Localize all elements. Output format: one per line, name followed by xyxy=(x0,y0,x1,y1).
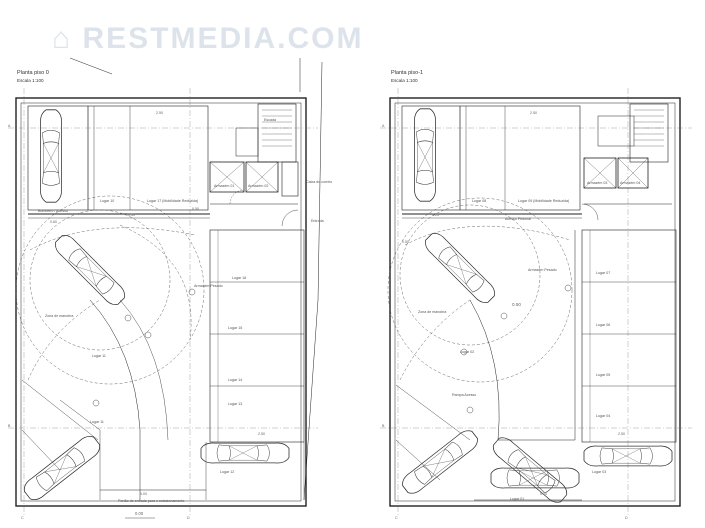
axis-b-right: B xyxy=(382,424,385,428)
dim-r5: 2.50 xyxy=(618,432,625,436)
right-plan-title: Planta piso-1 xyxy=(391,70,424,76)
space-caixa: Caixa do correio xyxy=(306,180,333,184)
space-l12: Lugar 12 xyxy=(220,470,235,474)
zero-level: 0.00 xyxy=(135,511,144,516)
space-escada: Escada xyxy=(264,118,276,122)
left-plan-scale: Escala 1:100 xyxy=(17,78,44,83)
axis-a-left: A xyxy=(8,124,11,128)
right-plan-scale: Escala 1:100 xyxy=(391,78,418,83)
space-entrada: Entrada xyxy=(311,219,324,223)
space-l03: Lugar 03 xyxy=(592,470,607,474)
space-portao: Portão de entrada para o estacionamento xyxy=(118,499,185,503)
space-l10: Lugar 10 xyxy=(100,199,115,203)
space-l06: Lugar 06 xyxy=(596,323,611,327)
dim-d3: 0.50 xyxy=(192,207,199,211)
left-plan-title: Planta piso 0 xyxy=(17,70,49,76)
space-armazem: Armazém Pesado xyxy=(194,284,223,288)
space-l14: Lugar 14 xyxy=(228,378,243,382)
axis-a-right: A xyxy=(382,124,385,128)
dim-d4: 0.60 xyxy=(50,220,57,224)
space-l05: Lugar 05 xyxy=(596,373,611,377)
dim-d2: 0.50 xyxy=(128,213,135,217)
space-l04: Lugar 04 xyxy=(596,414,611,418)
left-plan xyxy=(8,57,323,519)
space-l17: Lugar 17 (Mobilidade Reduzida) xyxy=(147,199,199,203)
space-l02: Lugar 02 xyxy=(460,350,475,354)
dim-d1: 2.50 xyxy=(156,111,163,115)
space-l09: Lugar 09 (Mobilidade Reduzida) xyxy=(518,199,570,203)
space-l01: Lugar 01 xyxy=(510,497,525,501)
space-l11a: Lugar 11 xyxy=(92,354,106,358)
space-armazem-r: Armazém Pesado xyxy=(528,268,557,272)
watermark: ⌂ RESTMEDIA.COM xyxy=(52,22,364,55)
space-l15: Lugar 15 xyxy=(228,326,243,330)
space-arm4: Armazém 04 xyxy=(620,181,641,185)
space-bombeiro: Bombeiro / Acesso xyxy=(38,209,68,213)
axis-d-left: D xyxy=(187,516,190,520)
space-acesso: Acesso Pedonal xyxy=(505,217,531,221)
space-manobra: Zona de manobra xyxy=(45,314,74,318)
dim-d5: 2.50 xyxy=(258,432,265,436)
space-l16: Lugar 16 xyxy=(232,276,247,280)
axis-c-right: C xyxy=(395,516,398,520)
space-manobra-r: Zona de manobra xyxy=(418,310,447,314)
space-arm2: Armazém 02 xyxy=(248,184,269,188)
space-l11b: Lugar 11 xyxy=(90,420,104,424)
dim-r4: 3.25 xyxy=(432,213,439,217)
space-arm1: Armazém 01 xyxy=(214,184,235,188)
dim-r2: 0.50 xyxy=(402,240,409,244)
space-l08: Lugar 08 xyxy=(472,199,487,203)
space-rampa: Rampa Acesso xyxy=(452,393,477,397)
right-plan xyxy=(380,88,692,515)
space-arm3: Armazém 03 xyxy=(587,181,608,185)
axis-c-left: C xyxy=(21,516,24,520)
space-l13: Lugar 13 xyxy=(228,402,243,406)
dim-d6: 5.00 xyxy=(140,492,147,496)
axis-b-left: B xyxy=(8,424,11,428)
dim-r1: 2.50 xyxy=(530,111,537,115)
dim-r6: 5.00 xyxy=(540,492,547,496)
space-l07: Lugar 07 xyxy=(596,271,611,275)
dim-r3: 0.50 xyxy=(512,302,521,307)
axis-d-right: D xyxy=(625,516,628,520)
